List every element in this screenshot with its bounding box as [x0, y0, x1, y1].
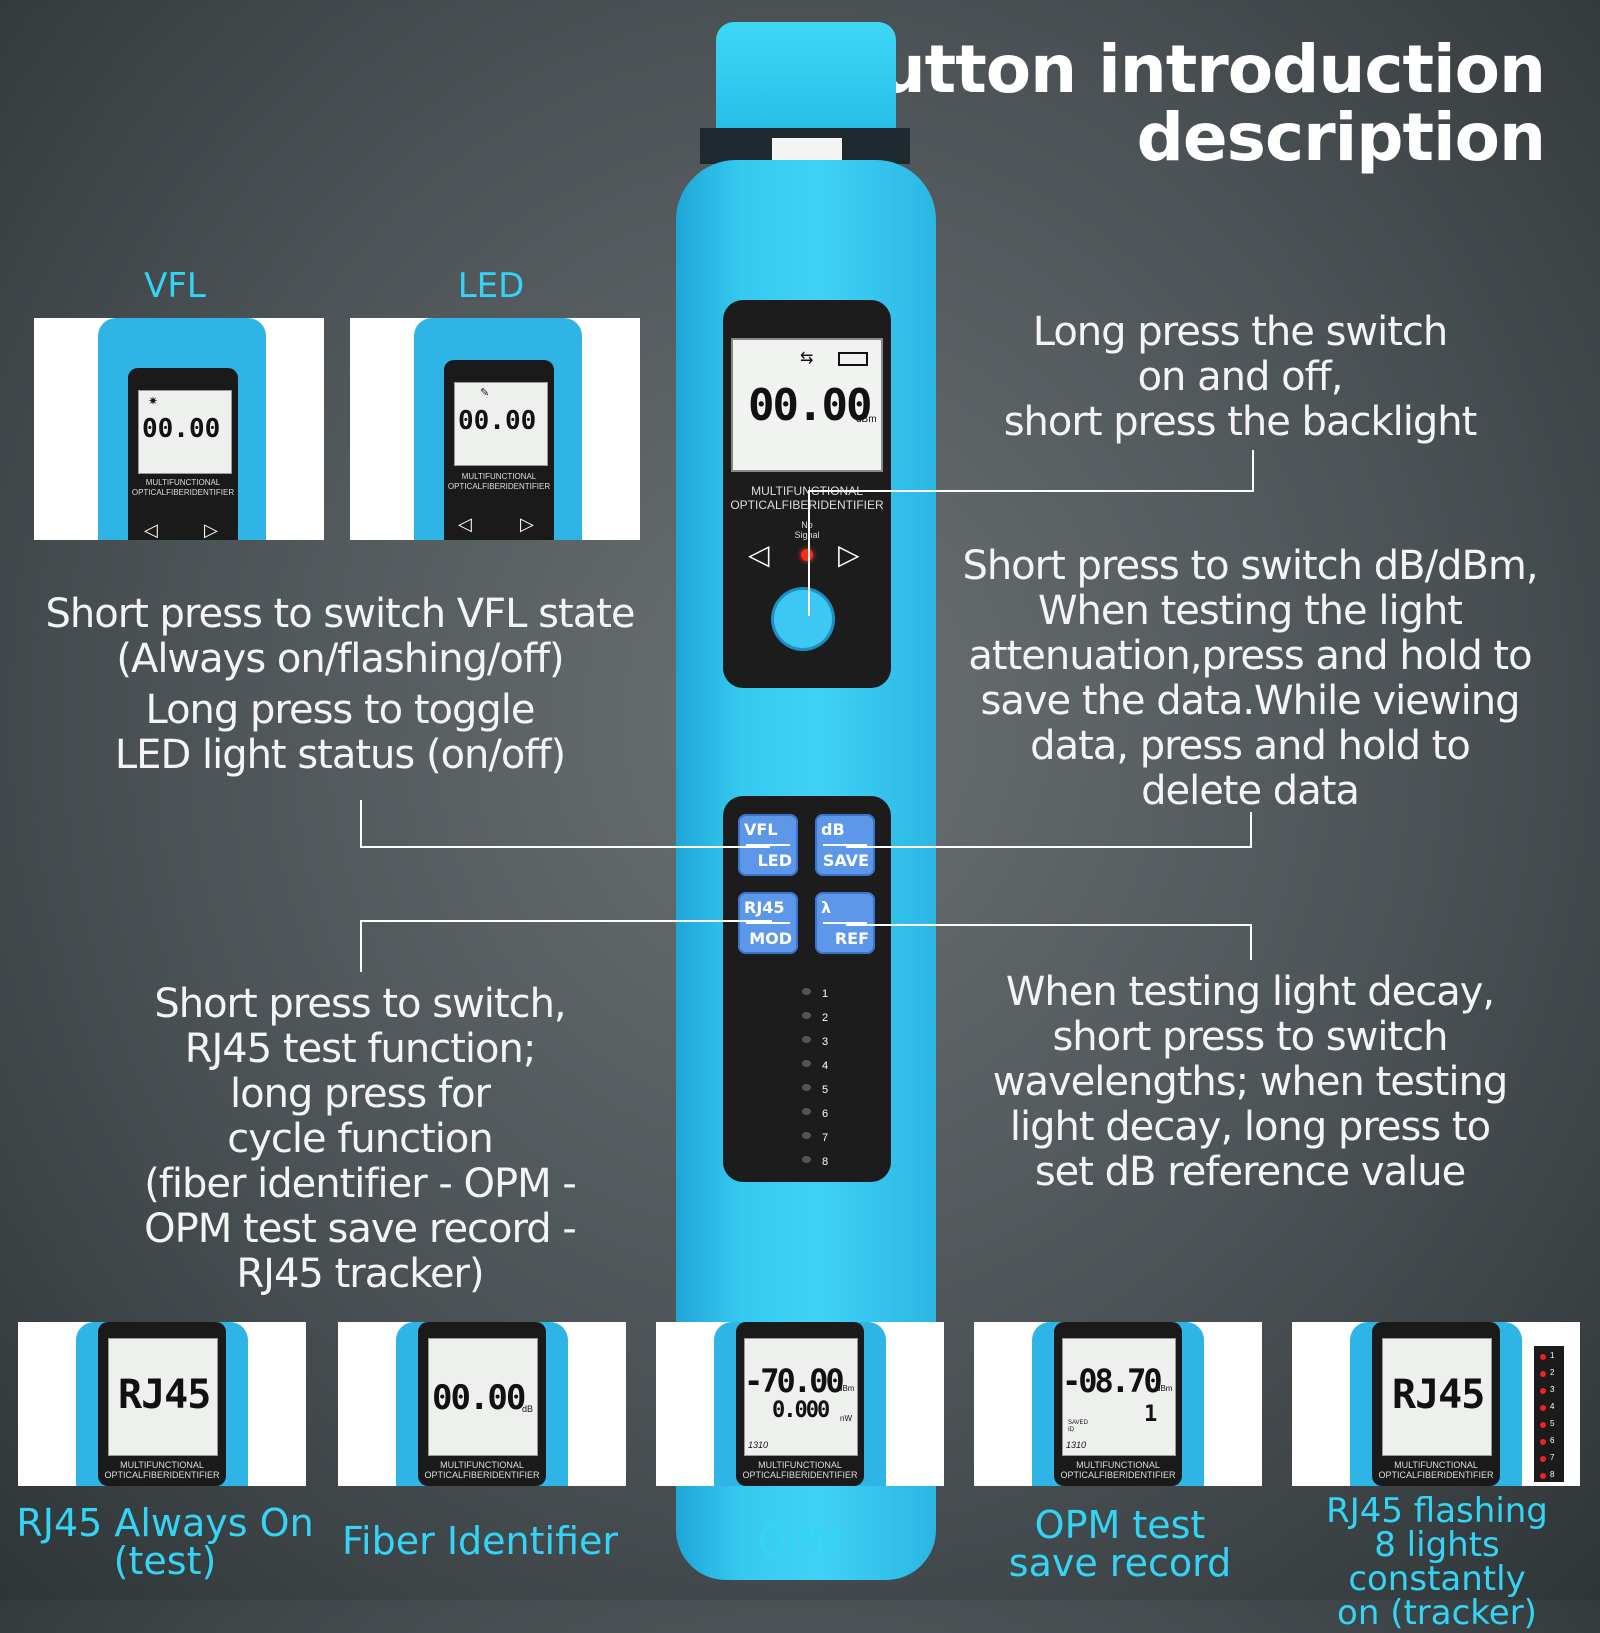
swap-icon: ⇆ — [800, 350, 814, 367]
indicator-led — [802, 988, 811, 995]
indicator-led — [802, 1012, 811, 1019]
vfl-description: Short press to switch VFL state(Always o… — [45, 591, 636, 778]
right-arrow-icon: ▷ — [204, 520, 218, 540]
rj45-callout-line — [360, 920, 772, 922]
signal-led — [801, 549, 813, 561]
device-unit: dBm — [856, 414, 877, 425]
indicator-number: 3 — [822, 1036, 829, 1048]
indicator-led — [802, 1084, 811, 1091]
laser-icon: ✷ — [148, 394, 159, 408]
left-arrow-icon: ◁ — [144, 520, 158, 540]
battery-icon — [838, 352, 868, 366]
power-callout-line — [808, 490, 1254, 492]
led-mode-label: LED — [457, 266, 525, 306]
vfl-callout-line — [360, 846, 770, 848]
left-arrow-icon: ◁ — [458, 514, 472, 534]
flashlight-icon: ✎ — [480, 387, 490, 399]
page-title: Button introduction description — [829, 31, 1546, 176]
left-arrow-icon: ◁ — [748, 539, 770, 570]
vfl-mode-label: VFL — [144, 266, 206, 306]
indicator-number: 2 — [822, 1012, 829, 1024]
device-reading: 00.00 — [748, 380, 872, 431]
opm-label: OPM — [757, 1519, 843, 1563]
device-connector-cap — [716, 22, 896, 142]
indicator-led — [802, 1060, 811, 1067]
tracker-led-column — [1534, 1346, 1564, 1482]
power-button[interactable] — [774, 590, 832, 648]
indicator-led — [802, 1036, 811, 1043]
rj45-always-on-label: RJ45 Always On(test) — [16, 1501, 314, 1583]
indicator-number: 1 — [822, 988, 829, 1000]
indicator-led — [802, 1132, 811, 1139]
db-description: Short press to switch dB/dBm,When testin… — [962, 543, 1538, 814]
device-lcd — [731, 338, 883, 472]
indicator-number: 4 — [822, 1060, 829, 1072]
lambda-description: When testing light decay,short press to … — [992, 969, 1508, 1195]
right-arrow-icon: ▷ — [838, 539, 860, 570]
rj45-description: Short press to switch,RJ45 test function… — [144, 981, 577, 1297]
fiber-identifier-label: Fiber Identifier — [341, 1519, 619, 1563]
indicator-led — [802, 1156, 811, 1163]
lambda-callout-line — [846, 924, 1252, 926]
vfl-thumb-reading: 00.00 — [142, 414, 221, 444]
right-arrow-icon: ▷ — [520, 514, 534, 534]
indicator-number: 5 — [822, 1084, 829, 1096]
led-thumb-reading: 00.00 — [458, 406, 537, 436]
indicator-number: 7 — [822, 1132, 829, 1144]
opm-thumbnail: -70.00 dBm 0.000 nW 1310 MULTIFUNCTIONAL… — [656, 1322, 944, 1486]
db-callout-line — [846, 846, 1252, 848]
indicator-number: 6 — [822, 1108, 829, 1120]
indicator-number: 8 — [822, 1156, 829, 1168]
indicator-led — [802, 1108, 811, 1115]
